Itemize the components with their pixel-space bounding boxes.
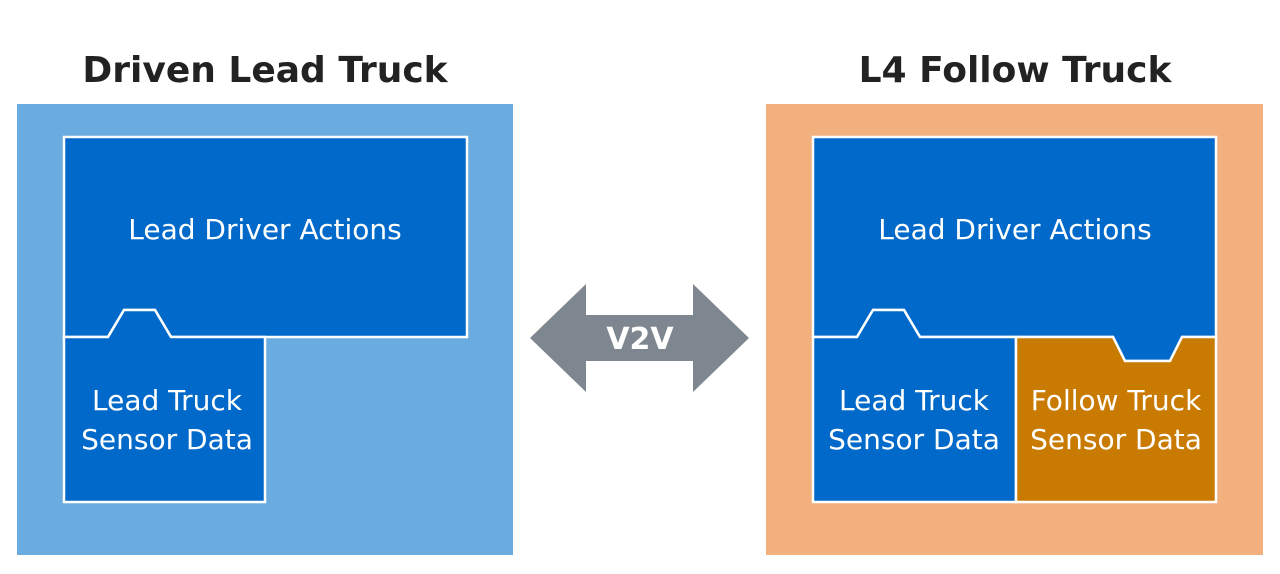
lead-truck-sensor-block: [62, 308, 267, 504]
follow-truck-panel: Lead Driver Actions Lead Truck Sensor Da…: [766, 104, 1263, 555]
follow-driver-actions-label: Lead Driver Actions: [878, 213, 1152, 246]
lead-truck-title: Driven Lead Truck: [82, 50, 448, 91]
v2v-double-arrow: [530, 284, 749, 392]
follow-panel-lead-sensor-block: [811, 308, 1018, 504]
lead-truck-panel: Lead Driver Actions Lead Truck Sensor Da…: [17, 104, 513, 555]
follow-panel-lead-sensor-line1: Lead Truck: [839, 384, 990, 417]
follow-truck-title: L4 Follow Truck: [859, 50, 1173, 91]
follow-sensor-label-line2: Sensor Data: [1030, 423, 1202, 456]
lead-sensor-label-line2: Sensor Data: [81, 423, 253, 456]
lead-sensor-label-line1: Lead Truck: [92, 384, 243, 417]
follow-truck-sensor-block: [1014, 335, 1218, 504]
follow-panel-lead-sensor-line2: Sensor Data: [828, 423, 1000, 456]
v2v-label: V2V: [606, 322, 674, 357]
follow-sensor-label-line1: Follow Truck: [1031, 384, 1202, 417]
lead-driver-actions-label: Lead Driver Actions: [128, 213, 402, 246]
v2v-link: V2V: [530, 284, 749, 392]
